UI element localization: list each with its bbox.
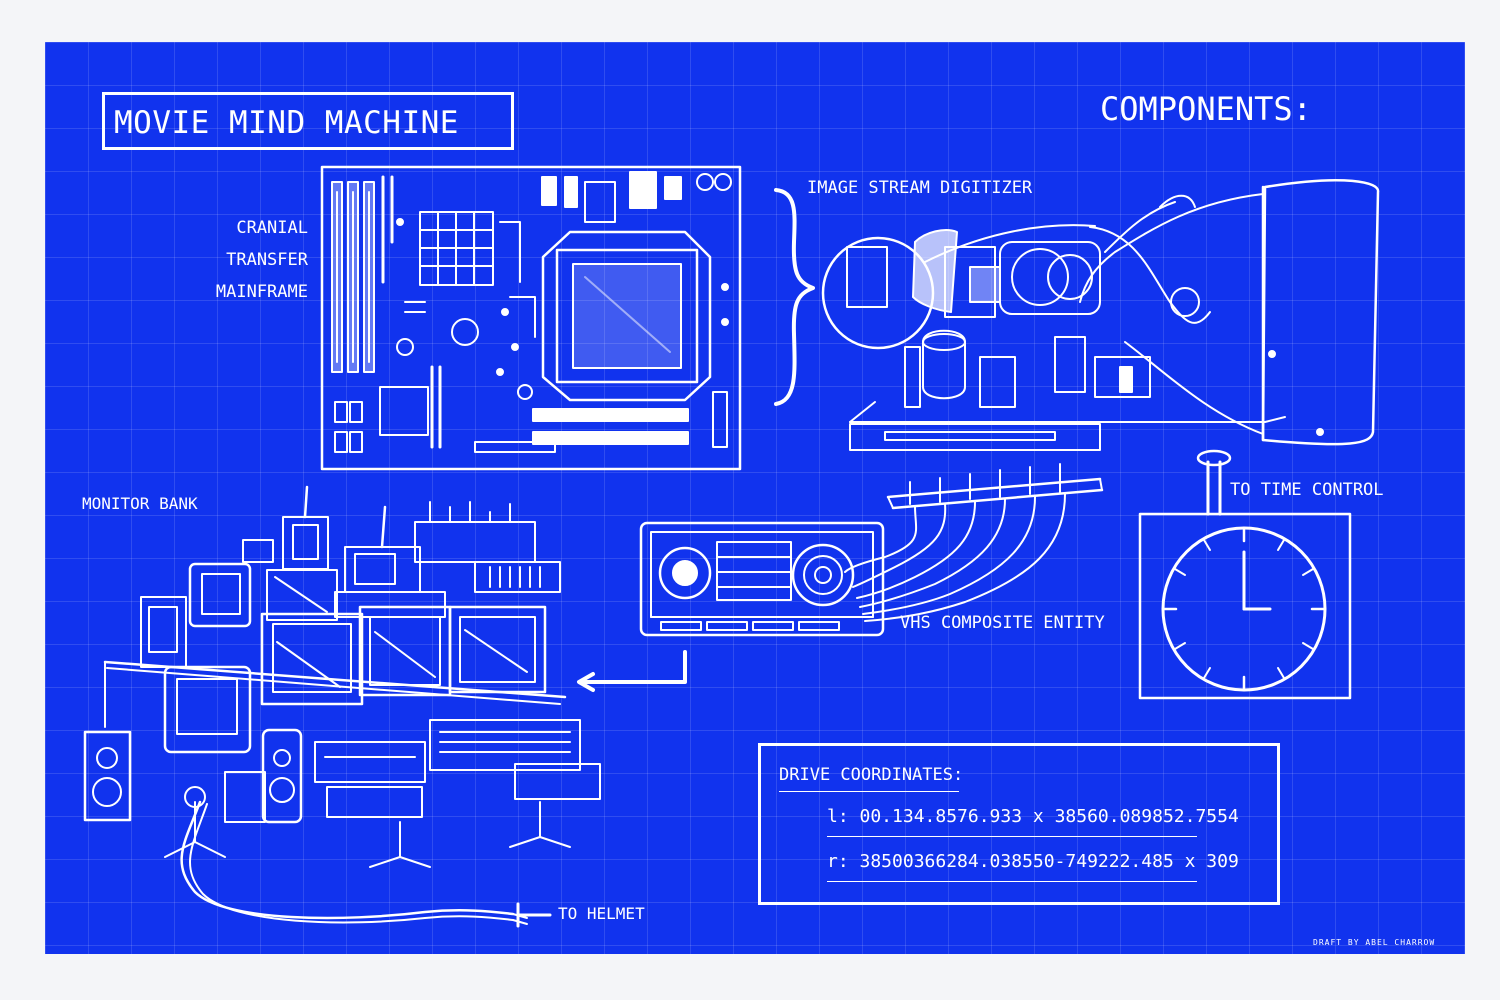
monitor-bank-label: MONITOR BANK (82, 494, 198, 513)
crt-digitizer-icon (823, 180, 1378, 450)
cranial-label-line: TRANSFER (226, 250, 308, 270)
flow-arrow (583, 652, 685, 682)
brace-connector (776, 190, 813, 404)
coordinate-r-rule (827, 881, 1197, 882)
components-heading: COMPONENTS: (1100, 90, 1312, 128)
helmet-label: TO HELMET (558, 904, 645, 923)
coordinates-title: DRIVE COORDINATES: (779, 765, 964, 785)
coordinate-l-rule (827, 836, 1197, 837)
cranial-label-line: MAINFRAME (215, 282, 308, 302)
motherboard-icon (322, 167, 740, 469)
blueprint-sheet: MOVIE MIND MACHINE COMPONENTS: CRANIAL T… (45, 42, 1465, 954)
monitor-bank-icon (85, 487, 600, 926)
arrow-head-icon (579, 674, 593, 690)
coordinate-l: l: 00.134.8576.933 x 38560.089852.7554 (827, 806, 1239, 827)
cranial-label: CRANIAL TRANSFER MAINFRAME (210, 212, 308, 308)
drive-coordinates-box: DRIVE COORDINATES: l: 00.134.8576.933 x … (758, 743, 1280, 905)
blueprint-drawings (45, 42, 1465, 954)
image-stream-label: IMAGE STREAM DIGITIZER (807, 178, 1033, 198)
cable-bundle (845, 464, 1102, 621)
coordinates-title-rule (779, 791, 959, 792)
vhs-label: VHS COMPOSITE ENTITY (900, 613, 1105, 633)
time-control-label: TO TIME CONTROL (1230, 480, 1384, 500)
clock-icon (1140, 451, 1350, 698)
title-box: MOVIE MIND MACHINE (102, 92, 514, 150)
coordinate-r: r: 38500366284.038550-749222.485 x 309 (827, 851, 1239, 872)
cranial-label-line: CRANIAL (236, 218, 308, 238)
credit-label: DRAFT BY ABEL CHARROW (1313, 938, 1436, 947)
page-title: MOVIE MIND MACHINE (114, 105, 459, 141)
vhs-cassette-icon (641, 523, 883, 635)
